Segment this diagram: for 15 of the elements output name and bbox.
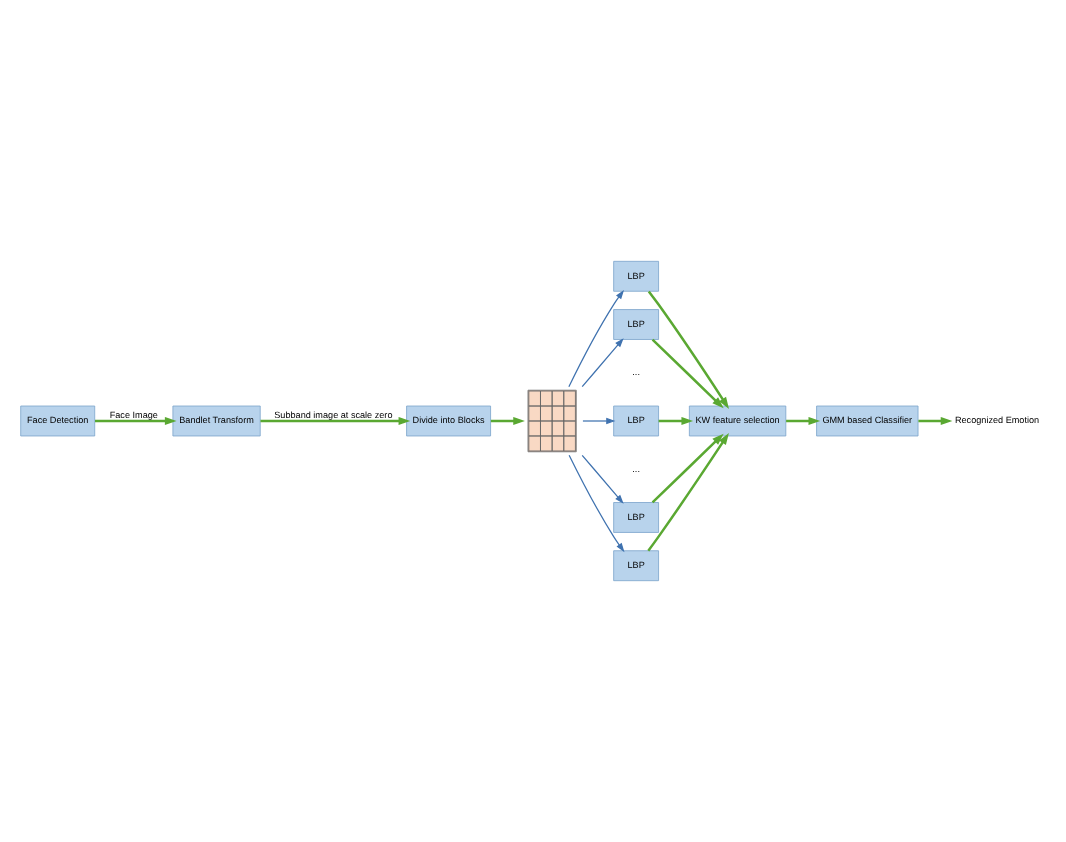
arrow (647, 432, 729, 552)
arrow (651, 338, 724, 409)
arrow (568, 454, 625, 553)
arrow (918, 416, 953, 426)
arrow (568, 290, 625, 388)
arrow (651, 433, 724, 504)
arrow (581, 454, 624, 504)
arrow (582, 417, 616, 425)
arrow (658, 416, 694, 426)
arrow (260, 416, 411, 426)
arrow (490, 416, 525, 426)
arrow (95, 416, 177, 426)
arrow (786, 416, 821, 426)
arrow (647, 290, 729, 409)
arrow (581, 338, 624, 388)
